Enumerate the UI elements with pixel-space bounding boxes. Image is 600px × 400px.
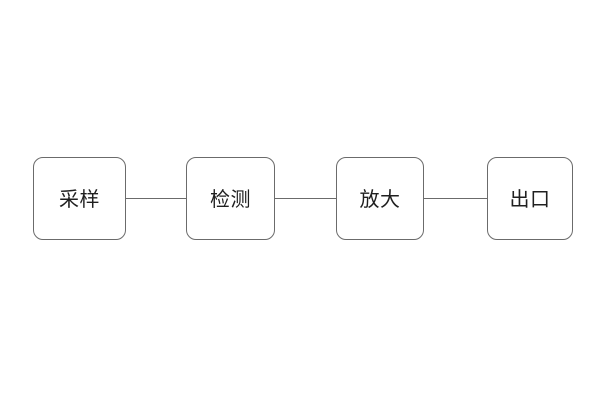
flow-connector-detection-amplification — [275, 198, 336, 199]
flow-node-amplification[interactable]: 放大 — [336, 157, 424, 240]
flow-node-label: 采样 — [59, 186, 100, 211]
flow-node-label: 放大 — [359, 186, 401, 211]
flow-node-sampling[interactable]: 采样 — [33, 157, 126, 240]
flow-connector-sampling-detection — [126, 198, 186, 199]
flow-node-label: 出口 — [509, 186, 551, 211]
flow-node-outlet[interactable]: 出口 — [487, 157, 573, 240]
flow-chain: 采样 检测 放大 出口 — [0, 157, 600, 241]
flow-node-detection[interactable]: 检测 — [186, 157, 275, 240]
flow-connector-amplification-outlet — [424, 198, 487, 199]
flow-node-label: 检测 — [210, 186, 251, 211]
